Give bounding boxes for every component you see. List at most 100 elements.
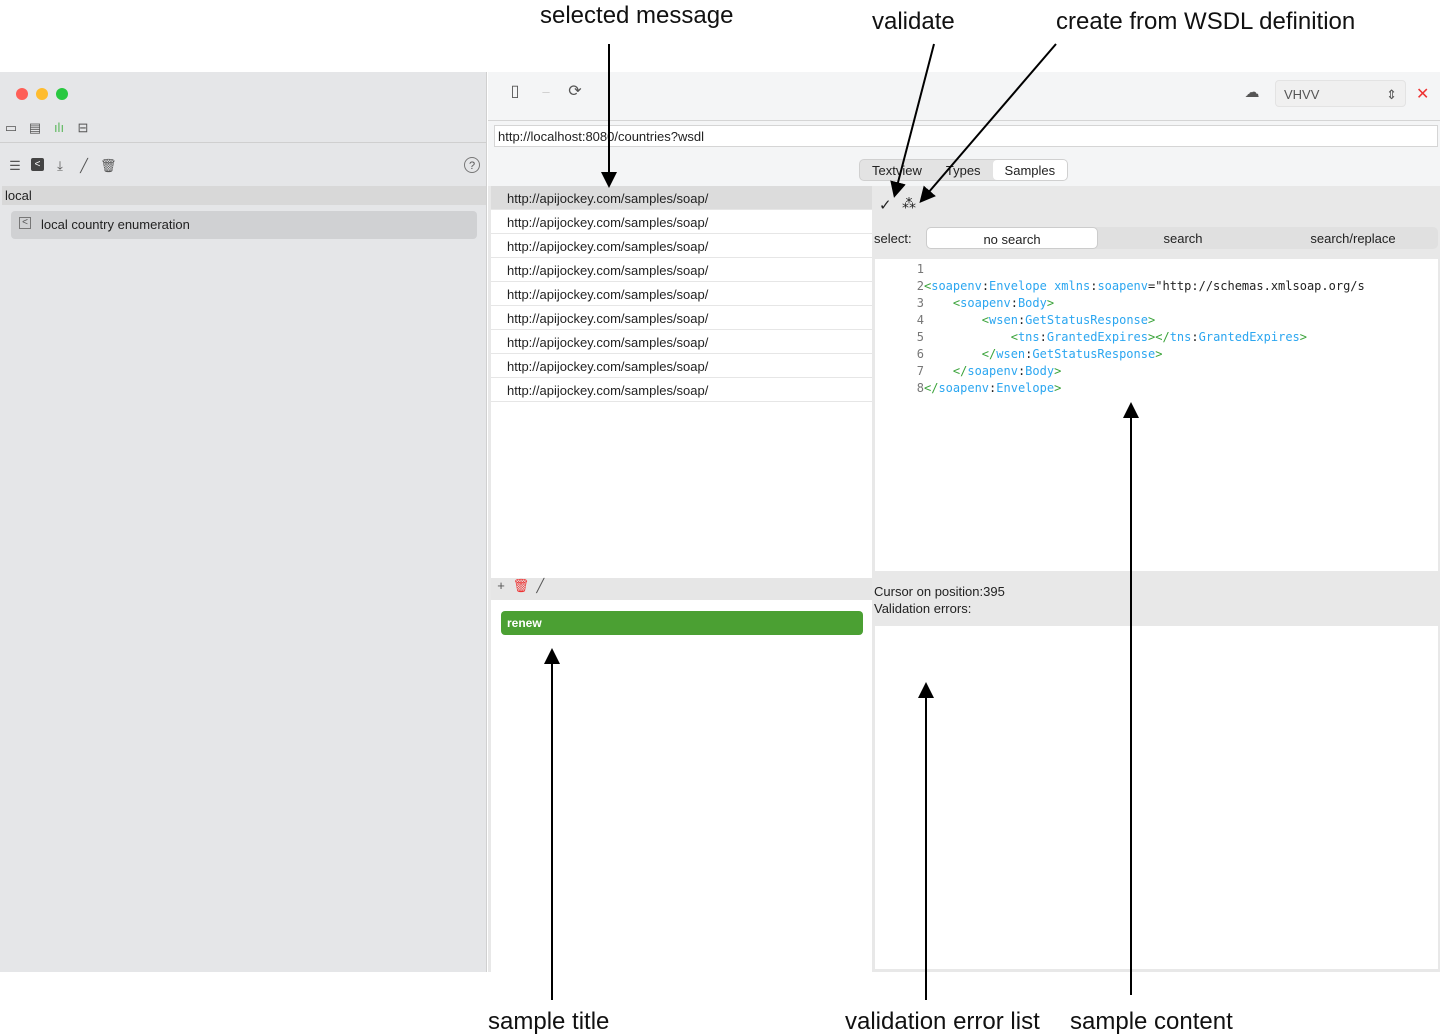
code-token: < (924, 279, 932, 293)
help-icon[interactable]: ? (464, 157, 480, 173)
cursor-position: Cursor on position:395 (874, 584, 1005, 599)
sidebar-item-label: local country enumeration (41, 217, 190, 232)
tab-types[interactable]: Types (945, 163, 981, 178)
annotation-sample-title: sample title (488, 1008, 610, 1035)
close-window-button[interactable] (16, 88, 28, 100)
code-line: 3 <soapenv:Body> (875, 295, 1438, 312)
message-row[interactable]: http://apijockey.com/samples/soap/ (491, 234, 872, 258)
network-icon[interactable]: ☁ (1244, 84, 1260, 101)
code-token: : (989, 381, 997, 395)
sidebar-item[interactable]: < local country enumeration (11, 211, 477, 239)
validate-icon[interactable]: ✓ (879, 197, 892, 214)
code-token: Envelope (996, 381, 1055, 395)
url-field[interactable]: http://localhost:8080/countries?wsdl (494, 125, 1438, 147)
code-token: : (1191, 330, 1199, 344)
code-token: : (1039, 330, 1047, 344)
annotation-validate: validate (872, 8, 955, 35)
code-line: 8</soapenv:Envelope> (875, 380, 1438, 397)
code-token: > (1155, 347, 1163, 361)
search-option-replace[interactable]: search/replace (1310, 231, 1396, 246)
code-line: 1 (875, 261, 1438, 278)
annotation-validation-error-list: validation error list (845, 1008, 1040, 1035)
code-token: tns (1169, 330, 1192, 344)
code-token: </ (924, 381, 939, 395)
message-row[interactable]: http://apijockey.com/samples/soap/ (491, 378, 872, 402)
code-token: GrantedExpires (1046, 330, 1149, 344)
folder-icon[interactable]: ▭ (4, 120, 18, 135)
code-token: soapenv (931, 279, 982, 293)
code-token: Body (1017, 296, 1047, 310)
minimize-window-button[interactable] (36, 88, 48, 100)
message-row[interactable]: http://apijockey.com/samples/soap/ (491, 210, 872, 234)
code-token: GetStatusResponse (1025, 313, 1148, 327)
annotation-selected-message: selected message (540, 2, 734, 29)
code-token: : (1017, 364, 1026, 378)
updown-chevron-icon: ⇕ (1386, 87, 1397, 102)
code-token: > (1054, 364, 1062, 378)
document-icon[interactable]: ▤ (28, 120, 42, 135)
view-tabs: Textview Types Samples (859, 159, 1069, 181)
code-token: > (1046, 296, 1055, 310)
group-header: local (2, 186, 486, 205)
message-row[interactable]: http://apijockey.com/samples/soap/ (491, 258, 872, 282)
code-token: soapenv (1097, 279, 1149, 293)
zoom-window-button[interactable] (56, 88, 68, 100)
message-row[interactable]: http://apijockey.com/samples/soap/ (491, 354, 872, 378)
sample-item[interactable]: renew (501, 611, 863, 635)
message-row[interactable]: http://apijockey.com/samples/soap/ (491, 306, 872, 330)
code-token: GrantedExpires (1198, 330, 1300, 344)
divider-icon: – (542, 84, 550, 99)
add-icon[interactable]: + (497, 578, 505, 593)
code-token: < (952, 296, 961, 310)
code-token: Body (1025, 364, 1055, 378)
environment-value: VHVV (1284, 87, 1320, 102)
code-token: : (1017, 313, 1026, 327)
soap-icon[interactable]: < (31, 158, 44, 171)
server-icon[interactable]: ☰ (9, 158, 21, 173)
line-number: 4 (916, 313, 924, 327)
trash-icon[interactable]: 🗑 (100, 158, 117, 173)
sample-toolbar: + 🗑 ╱ (491, 578, 872, 600)
code-line: 7 </soapenv:Body> (875, 363, 1438, 380)
message-row[interactable]: http://apijockey.com/samples/soap/ (491, 282, 872, 306)
create-from-wsdl-icon[interactable]: ⁂ (902, 195, 916, 211)
code-token: </ (952, 364, 968, 378)
message-row[interactable]: http://apijockey.com/samples/soap/ (491, 186, 872, 210)
annotation-create-from-wsdl: create from WSDL definition (1056, 8, 1356, 35)
code-token: wsen (989, 313, 1018, 327)
code-token: < (1010, 330, 1018, 344)
line-number: 1 (916, 262, 924, 276)
line-number: 2 (916, 279, 924, 293)
search-option-search[interactable]: search (1163, 231, 1203, 246)
edit-icon[interactable]: ╱ (536, 578, 545, 593)
search-option-none[interactable]: no search (926, 227, 1098, 249)
message-row[interactable]: http://apijockey.com/samples/soap/ (491, 330, 872, 354)
waveform-icon[interactable]: ılı (53, 120, 65, 135)
code-token: GetStatusResponse (1032, 347, 1156, 361)
code-token: < (981, 313, 990, 327)
search-mode-segmented: no search search search/replace (926, 227, 1438, 249)
storage-icon[interactable]: ⊟ (77, 120, 89, 135)
import-icon[interactable]: ⤓ (57, 158, 63, 173)
code-token: soapenv (938, 381, 990, 395)
code-token: Envelope xmlns (989, 279, 1091, 293)
trash-icon[interactable]: 🗑 (512, 578, 530, 593)
sync-icon[interactable]: ⟳ (568, 83, 582, 100)
sidebar-toggle-icon[interactable]: ▯ (510, 83, 520, 100)
tab-textview[interactable]: Textview (872, 163, 922, 178)
edit-icon[interactable]: ╱ (80, 158, 88, 173)
code-line: 6 </wsen:GetStatusResponse> (875, 346, 1438, 363)
tab-samples[interactable]: Samples (992, 160, 1068, 180)
code-line: 5 <tns:GrantedExpires></tns:GrantedExpir… (875, 329, 1438, 346)
code-token: soapenv (967, 364, 1018, 378)
message-list: http://apijockey.com/samples/soap/http:/… (491, 186, 872, 578)
line-number: 6 (916, 347, 924, 361)
code-token: > (1054, 381, 1062, 395)
code-token: > (1148, 313, 1156, 327)
environment-select[interactable]: VHVV ⇕ (1275, 80, 1406, 107)
close-icon[interactable]: ✕ (1416, 86, 1430, 103)
sidebar: ▭ ▤ ılı ⊟ ☰ < ⤓ ╱ 🗑 ? local < local coun… (0, 72, 487, 972)
code-token: > (1299, 330, 1308, 344)
